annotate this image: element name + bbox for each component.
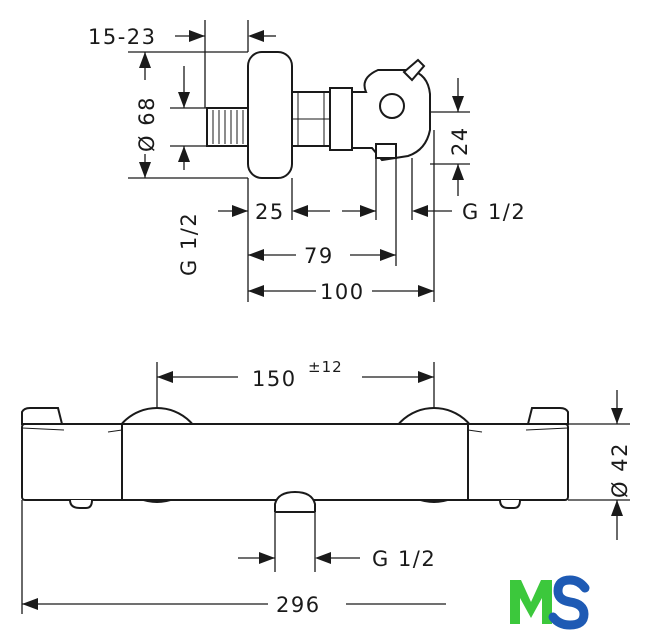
logo-letter-s — [548, 575, 590, 630]
bottom-outlet — [274, 490, 316, 512]
handle-lever — [402, 58, 426, 82]
front-view-drawing: 150 ±12 Ø 42 G 1/2 296 — [21, 358, 632, 617]
dim-79-label: 79 — [304, 244, 334, 268]
side-view-drawing: 15-23 Ø 68 G 1/2 24 25 — [88, 20, 526, 304]
dim-150-label: 150 — [252, 367, 297, 391]
outlet — [375, 143, 397, 159]
dim-g12-bottom-label: G 1/2 — [372, 547, 436, 571]
logo-letter-m — [510, 580, 552, 624]
right-foot — [499, 499, 521, 509]
dim-25-label: 25 — [255, 200, 285, 224]
dim-g12-right-label: G 1/2 — [462, 200, 526, 224]
central-housing — [121, 423, 469, 501]
valve-spindle — [379, 93, 405, 119]
coupling — [329, 87, 353, 151]
dim-150-tolerance: ±12 — [308, 358, 343, 376]
dim-g12-vertical-label: G 1/2 — [177, 212, 201, 276]
right-end-cap — [526, 407, 569, 425]
wall-flange — [247, 51, 293, 179]
threaded-connector — [206, 107, 249, 147]
left-foot — [69, 499, 93, 509]
dim-68-label: Ø 68 — [135, 96, 159, 152]
dim-15-23-label: 15-23 — [88, 25, 157, 49]
dim-24-label: 24 — [448, 126, 472, 156]
ms-logo — [510, 575, 590, 630]
dim-42-label: Ø 42 — [608, 442, 632, 498]
dim-296-label: 296 — [276, 593, 321, 617]
dim-100-label: 100 — [320, 280, 365, 304]
left-end-cap — [21, 407, 64, 425]
